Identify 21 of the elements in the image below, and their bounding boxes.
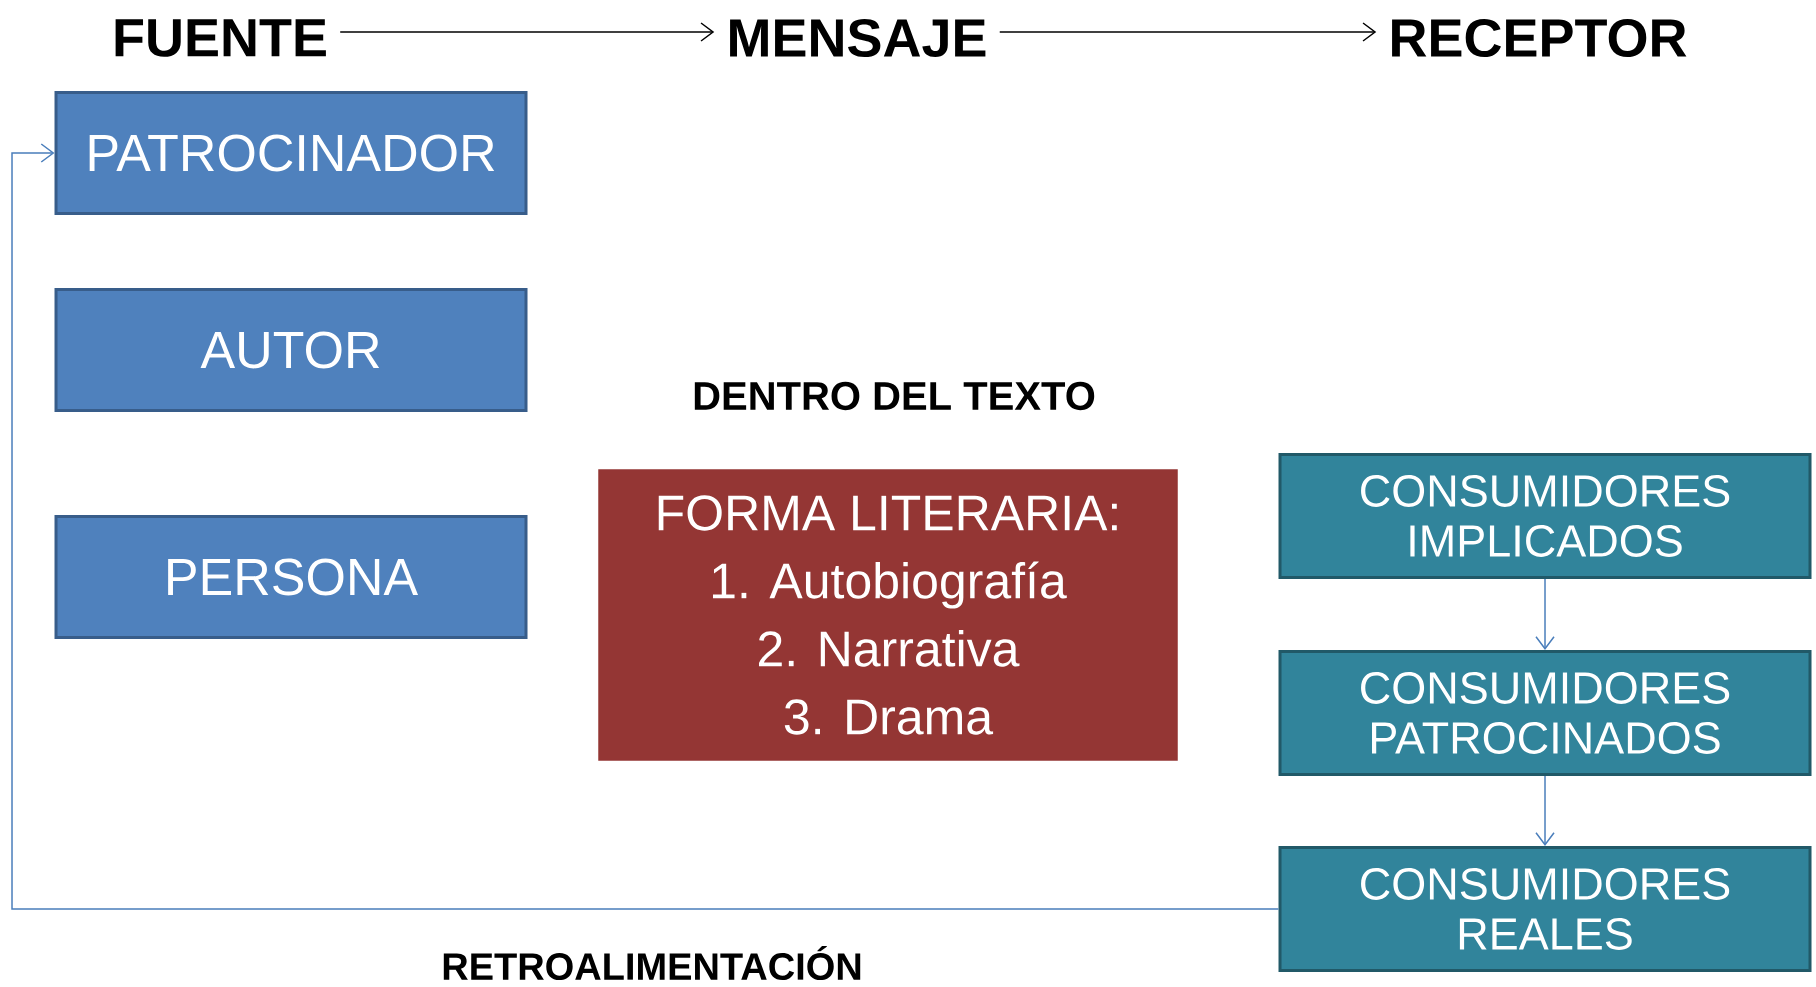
process-box: PERSONA [54, 515, 528, 639]
arrow [1362, 22, 1377, 42]
arrow [1535, 775, 1555, 846]
heading: RECEPTOR [1392, 18, 1687, 58]
arrow [1535, 578, 1555, 650]
list-box: FORMA LITERARIA: 1. Autobiografía 2. Narrativa 3. Drama [598, 469, 1178, 761]
process-box: PATROCINADOR [54, 91, 528, 215]
heading: MENSAJE [730, 18, 986, 58]
process-box: CONSUMIDORES REALES [1278, 846, 1812, 972]
node-label: FORMA LITERARIA: [658, 495, 1117, 531]
process-box: CONSUMIDORES PATROCINADOS [1278, 650, 1812, 776]
process-box: AUTOR [54, 288, 528, 412]
edge-label: RETROALIMENTACIÓN [443, 946, 861, 981]
node-label: 1. Autobiografía [712, 561, 1067, 609]
process-box: CONSUMIDORES IMPLICADOS [1278, 453, 1812, 579]
node-label: 3. Drama [784, 699, 994, 735]
arrow [700, 22, 715, 42]
node-label: 2. Narrativa [758, 629, 1020, 667]
section-heading: DENTRO DEL TEXTO [694, 381, 1095, 411]
heading: FUENTE [115, 19, 326, 57]
arrow [11, 143, 1280, 910]
